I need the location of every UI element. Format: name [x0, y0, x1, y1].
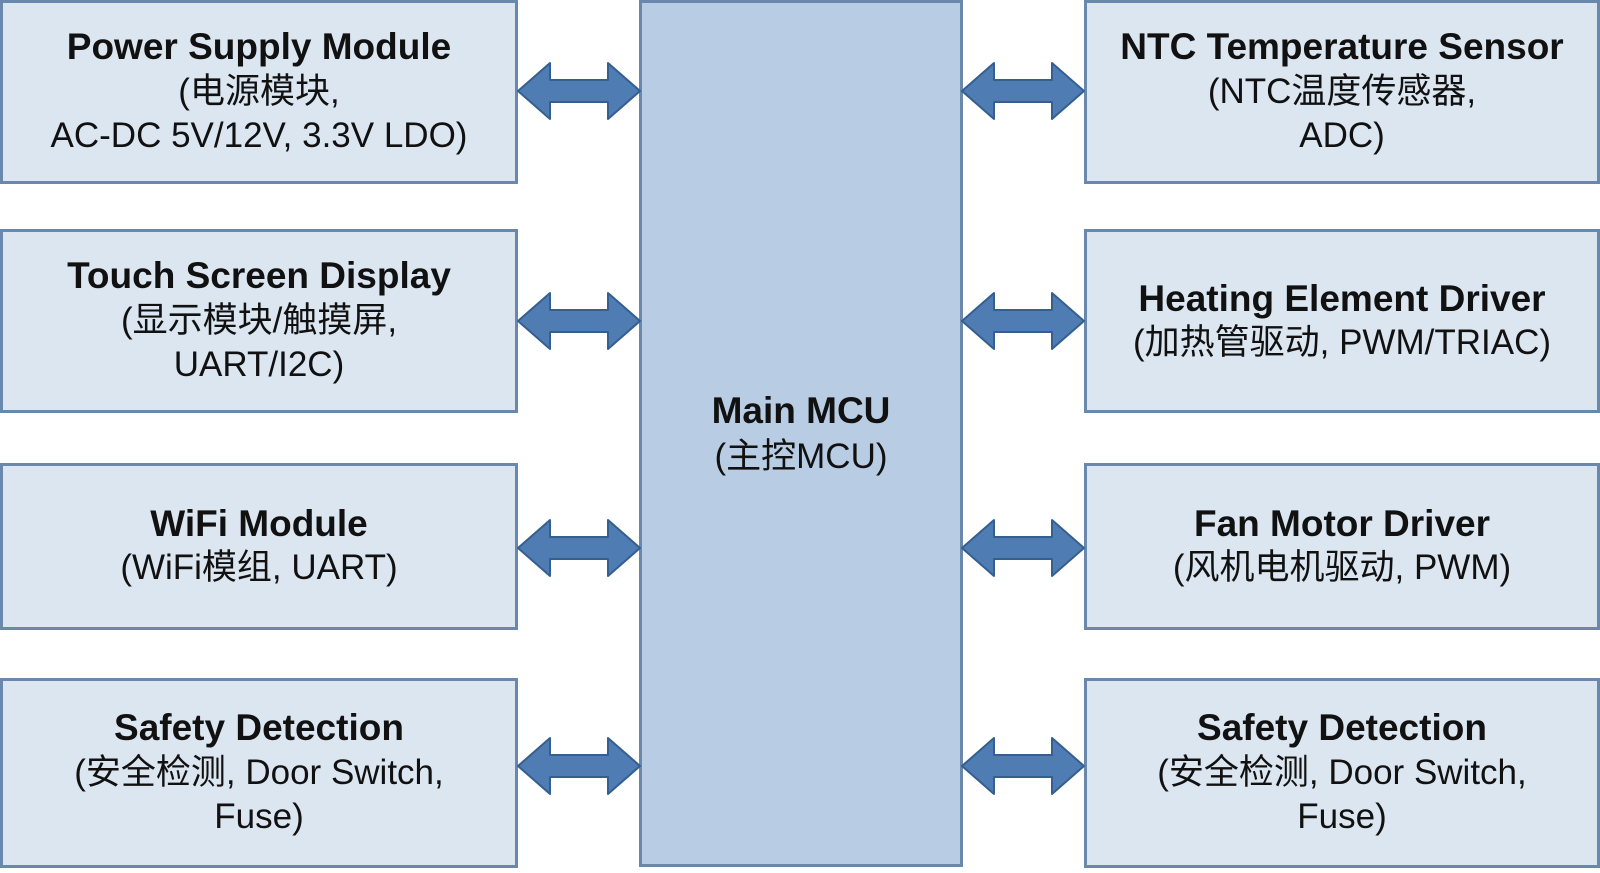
left-safety-detection-title: Safety Detection	[114, 707, 404, 749]
wifi-module-title: WiFi Module	[150, 503, 368, 545]
main-mcu-box: Main MCU (主控MCU)	[639, 0, 963, 867]
power-supply-module-box: Power Supply Module (电源模块, AC-DC 5V/12V,…	[0, 0, 518, 184]
right-safety-detection-box: Safety Detection (安全检测, Door Switch, Fus…	[1084, 678, 1600, 868]
heating-element-driver-title: Heating Element Driver	[1138, 277, 1546, 319]
left-safety-detection-line-2: Fuse)	[214, 797, 304, 837]
right-safety-detection-line-1: (安全检测, Door Switch,	[1157, 752, 1527, 792]
heating-element-driver-line-1: (加热管驱动, PWM/TRIAC)	[1132, 322, 1552, 362]
touch-screen-display-box: Touch Screen Display (显示模块/触摸屏, UART/I2C…	[0, 229, 518, 413]
touch-screen-display-title: Touch Screen Display	[67, 255, 451, 297]
right-arrow-ntc-sensor	[961, 62, 1085, 120]
left-arrow-wifi-module	[517, 519, 641, 577]
right-safety-detection-line-2: Fuse)	[1297, 797, 1387, 837]
right-arrow-fan-motor	[961, 519, 1085, 577]
ntc-temperature-sensor-line-2: ADC)	[1299, 116, 1385, 156]
left-arrow-touch-screen	[517, 292, 641, 350]
fan-motor-driver-box: Fan Motor Driver (风机电机驱动, PWM)	[1084, 463, 1600, 630]
power-supply-module-line-1: (电源模块,	[178, 71, 340, 111]
right-arrow-safety-detection	[961, 737, 1085, 795]
power-supply-module-line-2: AC-DC 5V/12V, 3.3V LDO)	[50, 116, 468, 156]
left-arrow-safety-detection	[517, 737, 641, 795]
ntc-temperature-sensor-title: NTC Temperature Sensor	[1120, 26, 1564, 68]
heating-element-driver-box: Heating Element Driver (加热管驱动, PWM/TRIAC…	[1084, 229, 1600, 413]
left-arrow-power-supply	[517, 62, 641, 120]
touch-screen-display-line-2: UART/I2C)	[173, 345, 345, 385]
main-mcu-subtitle: (主控MCU)	[714, 436, 888, 476]
fan-motor-driver-title: Fan Motor Driver	[1193, 503, 1491, 545]
right-safety-detection-title: Safety Detection	[1197, 707, 1487, 749]
wifi-module-box: WiFi Module (WiFi模组, UART)	[0, 463, 518, 630]
power-supply-module-title: Power Supply Module	[66, 26, 452, 68]
right-arrow-heating-element	[961, 292, 1085, 350]
wifi-module-line-1: (WiFi模组, UART)	[120, 548, 398, 588]
main-mcu-title: Main MCU	[711, 389, 891, 431]
ntc-temperature-sensor-box: NTC Temperature Sensor (NTC温度传感器, ADC)	[1084, 0, 1600, 184]
ntc-temperature-sensor-line-1: (NTC温度传感器,	[1207, 71, 1477, 111]
left-safety-detection-line-1: (安全检测, Door Switch,	[74, 752, 444, 792]
fan-motor-driver-line-1: (风机电机驱动, PWM)	[1172, 548, 1512, 588]
left-safety-detection-box: Safety Detection (安全检测, Door Switch, Fus…	[0, 678, 518, 868]
touch-screen-display-line-1: (显示模块/触摸屏,	[120, 300, 398, 340]
